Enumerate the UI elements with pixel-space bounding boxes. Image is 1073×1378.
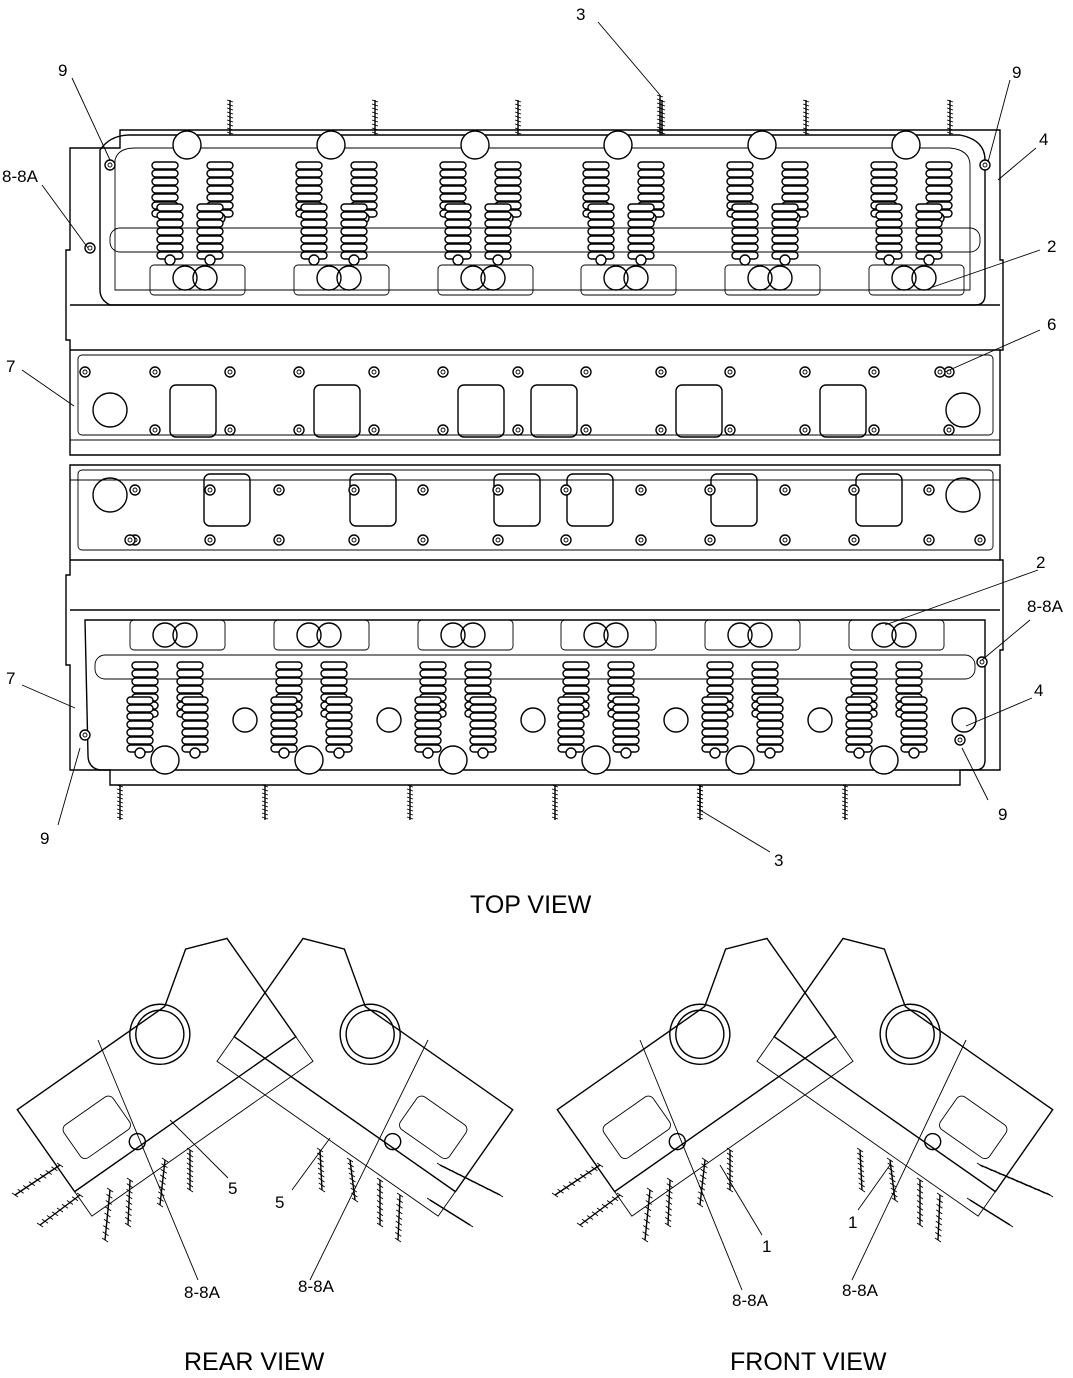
callout-6: 6: [1047, 315, 1056, 334]
valve-spring: [444, 203, 472, 266]
valve-spring: [701, 696, 729, 759]
callout-3-bottom: 3: [774, 851, 783, 870]
callout-5-left: 5: [228, 1179, 237, 1198]
valve-spring: [300, 203, 328, 266]
valve-spring: [181, 696, 209, 759]
callout-4-top-right: 4: [1039, 130, 1048, 149]
leader-lines: [21, 21, 1041, 1291]
callout-4-bottom-right: 4: [1034, 681, 1043, 700]
valve-spring: [731, 203, 759, 266]
callout-7-top: 7: [6, 357, 15, 376]
callout-3-top: 3: [576, 5, 585, 24]
upper-cylinder-head: [65, 94, 1004, 456]
callout-8-8a-rear-right: 8-8A: [298, 1277, 335, 1296]
callout-1-right: 1: [848, 1213, 857, 1232]
valve-spring: [196, 203, 224, 266]
valve-spring: [587, 203, 615, 266]
callout-2-mid: 2: [1036, 553, 1045, 572]
valve-spring: [126, 696, 154, 759]
callout-9-bottom-right: 9: [998, 805, 1007, 824]
valve-spring: [875, 203, 903, 266]
callout-8-8a-rear-left: 8-8A: [184, 1283, 221, 1302]
callout-1-left: 1: [762, 1237, 771, 1256]
callout-5-right: 5: [275, 1193, 284, 1212]
callout-2-top: 2: [1047, 237, 1056, 256]
callout-9-top-right: 9: [1012, 63, 1021, 82]
callout-8-8a-front-right: 8-8A: [842, 1281, 879, 1300]
valve-spring: [156, 203, 184, 266]
callout-labels: 3 9 9 8-8A 4 2 6 7 2 8-8A 7 4 9 9 3 5 5 …: [2, 5, 1064, 1310]
valve-spring: [627, 203, 655, 266]
valve-spring: [756, 696, 784, 759]
callout-8-8a-mid-right: 8-8A: [1027, 597, 1064, 616]
callout-8-8a-top-left: 8-8A: [2, 167, 39, 186]
valve-spring: [325, 696, 353, 759]
valve-spring: [484, 203, 512, 266]
lower-cylinder-head: [65, 464, 1004, 820]
valve-spring: [612, 696, 640, 759]
valve-spring: [270, 696, 298, 759]
valve-spring: [557, 696, 585, 759]
callout-9-top-left: 9: [58, 61, 67, 80]
valve-spring: [915, 203, 943, 266]
rear-view-drawing: [11, 937, 514, 1243]
front-view-drawing: [551, 937, 1054, 1243]
valve-spring: [206, 161, 234, 224]
rear-view-title: REAR VIEW: [184, 1348, 325, 1376]
front-view-title: FRONT VIEW: [730, 1348, 887, 1376]
top-view-title: TOP VIEW: [470, 891, 592, 919]
callout-9-bottom-left: 9: [40, 829, 49, 848]
callout-8-8a-front-left: 8-8A: [732, 1291, 769, 1310]
valve-spring: [771, 203, 799, 266]
valve-spring: [845, 696, 873, 759]
valve-spring: [340, 203, 368, 266]
callout-7-bottom: 7: [6, 669, 15, 688]
valve-spring: [414, 696, 442, 759]
valve-spring: [900, 696, 928, 759]
valve-spring: [469, 696, 497, 759]
